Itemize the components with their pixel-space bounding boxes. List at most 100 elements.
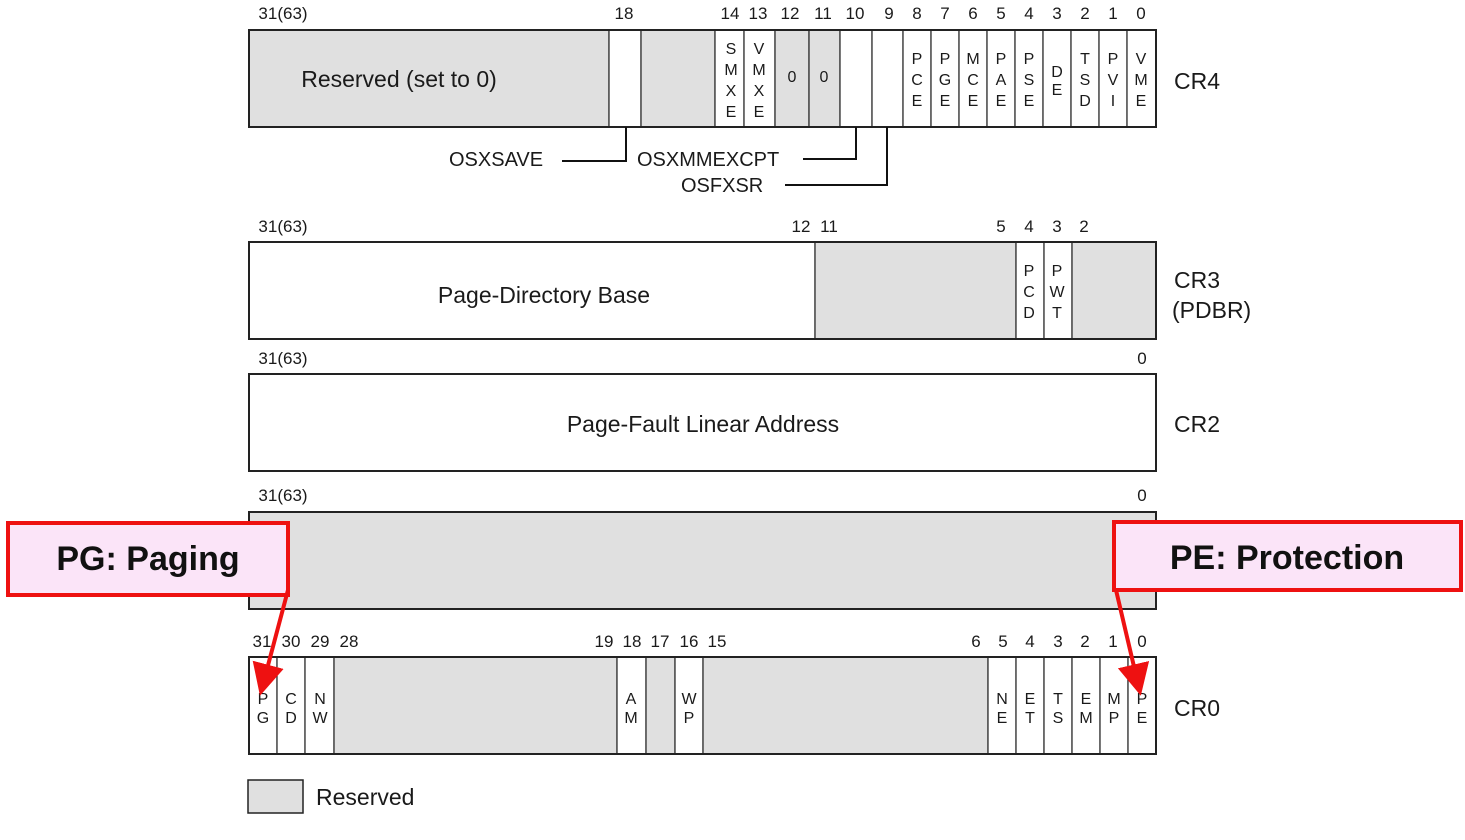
cr4-flag-vme-char: V	[1136, 51, 1147, 68]
pe-arrow	[1114, 589, 1150, 696]
cr4-flag-pse: PSE	[1024, 51, 1035, 110]
cr0-reserved-28-19	[333, 656, 618, 755]
cr4-flag-tsd-char: T	[1080, 51, 1090, 68]
cr3-register-outline	[248, 241, 1157, 340]
cr0-flag-ne-char: N	[996, 691, 1008, 708]
cr4-flag-tsd-char: S	[1080, 72, 1091, 89]
cr4-flag-tsd: TSD	[1079, 51, 1091, 110]
cr0-reserved-15-6	[702, 656, 989, 755]
cr3-flag-pwt: PWT	[1049, 263, 1065, 322]
cr0-flag-pe-char: E	[1137, 710, 1148, 727]
cr3-pwt-bit	[1043, 241, 1073, 340]
cr4-osxmmexcpt-bit	[839, 29, 873, 128]
cr4-flag-pge-char: E	[940, 93, 951, 110]
cr0-flag-em-char: M	[1079, 710, 1092, 727]
cr4-flag-mce-char: M	[966, 51, 979, 68]
cr1-bit-number: 31(63)	[258, 486, 307, 505]
cr0-am-bit	[616, 656, 647, 755]
cr4-flag-vme-char: M	[1134, 72, 1147, 89]
cr3-bit-number: 31(63)	[258, 217, 307, 236]
cr4-flag-mce: MCE	[966, 51, 979, 110]
cr4-flag-pae-char: P	[996, 51, 1007, 68]
cr4-flag-smxe-char: E	[726, 104, 737, 121]
legend-reserved-swatch	[247, 779, 304, 814]
cr4-bit-number: 14	[721, 4, 740, 23]
cr2-bit-number: 31(63)	[258, 349, 307, 368]
cr0-flag-cd-char: D	[285, 710, 297, 727]
cr3-page-directory-base	[248, 241, 816, 340]
cr3-bit-number: 2	[1079, 217, 1088, 236]
cr4-flag-vme-char: E	[1136, 93, 1147, 110]
cr4-tsd-bit	[1070, 29, 1100, 128]
cr3-flag-pcd-char: C	[1023, 284, 1035, 301]
cr0-flag-nw-char: N	[314, 691, 326, 708]
cr4-bit-number: 8	[912, 4, 921, 23]
cr4-bit-number: 31(63)	[258, 4, 307, 23]
cr0-flag-nw: NW	[312, 691, 328, 727]
cr0-bit-number: 19	[595, 632, 614, 651]
cr4-flag-mce-char: C	[967, 72, 979, 89]
cr0-flag-nw-char: W	[312, 710, 328, 727]
pg-callout-box	[6, 521, 290, 597]
cr4-register-name: CR4	[1174, 68, 1220, 94]
cr0-bit-number: 16	[680, 632, 699, 651]
cr4-flag-pse-char: E	[1024, 93, 1035, 110]
osxmmexcpt-label: OSXMMEXCPT	[637, 149, 779, 171]
cr4-mce-bit	[958, 29, 988, 128]
cr4-flag-vmxe-char: V	[754, 41, 765, 58]
cr4-flag-smxe-char: M	[724, 62, 737, 79]
cr0-bit-number: 28	[340, 632, 359, 651]
cr0-bit-number: 30	[282, 632, 301, 651]
cr0-flag-et: ET	[1025, 691, 1036, 727]
cr4-flag-pge-char: G	[939, 72, 951, 89]
cr4-bit-number: 13	[749, 4, 768, 23]
cr0-flag-mp-char: P	[1109, 710, 1120, 727]
cr4-flag-vme: VME	[1134, 51, 1147, 110]
cr0-bit-number: 31	[253, 632, 272, 651]
cr4-flag-pge: PGE	[939, 51, 951, 110]
cr4-flag-pae: PAE	[996, 51, 1007, 110]
cr3-flag-pcd: PCD	[1023, 263, 1035, 322]
cr0-register-name: CR0	[1174, 695, 1220, 721]
cr4-osfxsr-bit	[871, 29, 904, 128]
cr0-flag-ts: TS	[1053, 691, 1064, 727]
cr4-bit-number: 12	[781, 4, 800, 23]
cr3-register-alias: (PDBR)	[1172, 297, 1251, 323]
cr4-flag-pce-char: C	[911, 72, 923, 89]
cr4-bit-number: 5	[996, 4, 1005, 23]
cr0-ne-bit	[987, 656, 1017, 755]
cr0-flag-am: AM	[624, 691, 637, 727]
cr0-bit-number: 4	[1025, 632, 1034, 651]
cr0-flag-ts-char: T	[1053, 691, 1063, 708]
cr4-flag-pce-char: P	[912, 51, 923, 68]
cr4-flag-de-char: D	[1051, 64, 1063, 81]
cr4-pce-bit	[902, 29, 932, 128]
cr0-flag-pg: PG	[257, 691, 269, 727]
cr3-base-label: Page-Directory Base	[438, 282, 650, 308]
cr1-reserved-register	[248, 511, 1157, 610]
cr4-flag-pvi: PVI	[1108, 51, 1119, 110]
cr3-bit-number: 4	[1024, 217, 1033, 236]
cr4-bit-number: 9	[884, 4, 893, 23]
osfxsr-label: OSFXSR	[681, 175, 763, 197]
cr3-reserved-high	[814, 241, 1017, 340]
cr2-field-label: Page-Fault Linear Address	[567, 411, 839, 437]
cr0-flag-mp-char: M	[1107, 691, 1120, 708]
cr0-bit-number: 3	[1053, 632, 1062, 651]
cr0-flag-am-char: M	[624, 710, 637, 727]
cr0-bit-number: 1	[1108, 632, 1117, 651]
cr4-flag-de-char: E	[1052, 82, 1063, 99]
cr1-bit-number: 0	[1137, 486, 1146, 505]
cr4-smxe-bit	[714, 29, 745, 128]
cr4-flag-smxe-char: S	[726, 41, 737, 58]
cr0-flag-et-char: E	[1025, 691, 1036, 708]
pg-callout-label: PG: Paging	[56, 540, 239, 578]
cr4-bit-number: 1	[1108, 4, 1117, 23]
cr4-flag-vmxe-char: X	[754, 83, 765, 100]
cr4-flag-pge-char: P	[940, 51, 951, 68]
cr4-flag-vmxe-char: M	[752, 62, 765, 79]
cr3-bit-number: 11	[820, 217, 838, 236]
